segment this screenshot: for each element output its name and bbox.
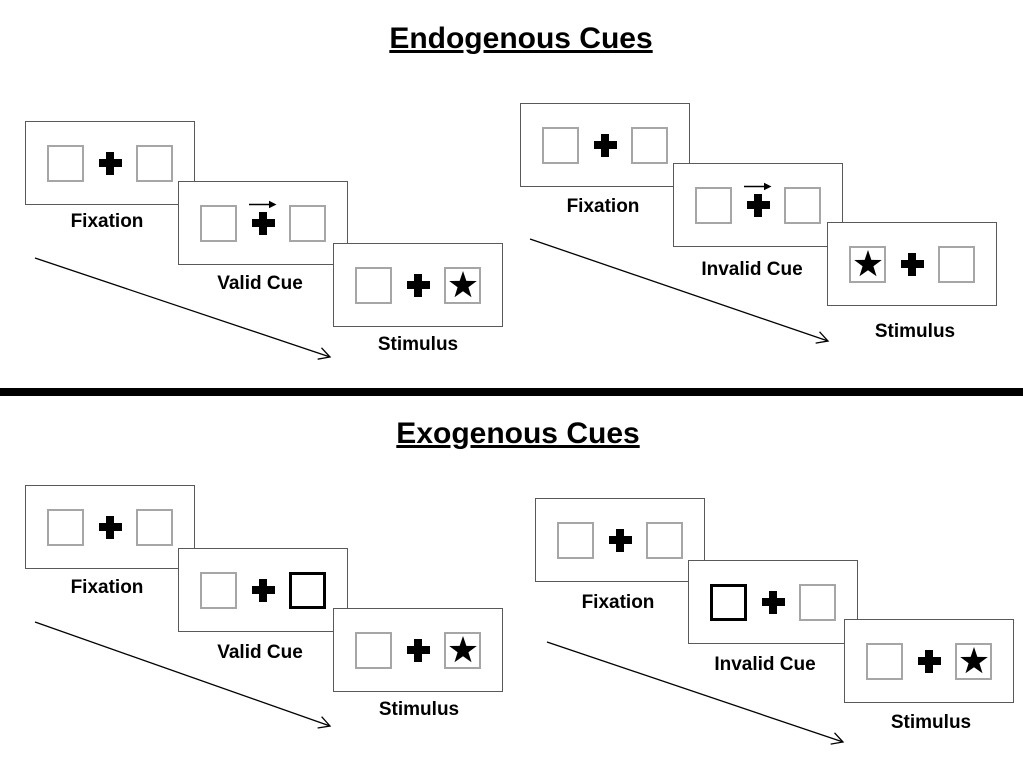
left-placeholder-box xyxy=(866,642,903,680)
valid-cue-panel xyxy=(178,548,348,632)
fixation-label: Fixation xyxy=(70,577,144,598)
right-placeholder-box xyxy=(289,204,326,242)
star-icon xyxy=(448,636,477,663)
left-placeholder-box xyxy=(200,571,237,609)
fixation-label: Fixation xyxy=(566,196,640,217)
fixation-panel xyxy=(535,498,705,582)
right-placeholder-box xyxy=(631,126,668,164)
endogenous-invalid-timeline-arrow xyxy=(529,238,830,344)
panel-center xyxy=(249,200,277,235)
left-target-box xyxy=(849,245,886,283)
fixation-cross-icon xyxy=(609,529,632,552)
right-placeholder-box xyxy=(784,186,821,224)
panel-center xyxy=(252,579,275,602)
exogenous-section-title: Exogenous Cues xyxy=(396,417,640,450)
stimulus-label: Stimulus xyxy=(874,321,956,342)
stimulus-panel xyxy=(827,222,997,306)
left-placeholder-box xyxy=(695,186,732,224)
endogenous-section-title: Endogenous Cues xyxy=(389,22,653,55)
stimulus-label: Stimulus xyxy=(378,699,460,720)
stimulus-label: Stimulus xyxy=(890,712,972,733)
right-target-box xyxy=(955,642,992,680)
right-arrow-cue-icon xyxy=(249,200,277,208)
fixation-cross-icon xyxy=(252,212,275,235)
stimulus-panel xyxy=(333,243,503,327)
left-placeholder-box xyxy=(557,521,594,559)
right-placeholder-box xyxy=(646,521,683,559)
left-placeholder-box xyxy=(47,508,84,546)
right-target-box xyxy=(444,631,481,669)
star-icon xyxy=(959,647,988,674)
invalid-cue-panel xyxy=(673,163,843,247)
panel-center xyxy=(407,639,430,662)
right-placeholder-box xyxy=(136,144,173,182)
left-placeholder-box xyxy=(47,144,84,182)
fixation-cross-icon xyxy=(901,253,924,276)
invalid-cue-label: Invalid Cue xyxy=(701,259,803,280)
fixation-cross-icon xyxy=(99,152,122,175)
stimulus-panel xyxy=(844,619,1014,703)
panel-center xyxy=(99,152,122,175)
panel-center xyxy=(918,650,941,673)
panel-center xyxy=(762,591,785,614)
fixation-cross-icon xyxy=(407,639,430,662)
panel-center xyxy=(99,516,122,539)
left-placeholder-box xyxy=(542,126,579,164)
panel-center xyxy=(594,134,617,157)
fixation-cross-icon xyxy=(594,134,617,157)
invalid-cue-label: Invalid Cue xyxy=(714,654,816,675)
fixation-cross-icon xyxy=(747,194,770,217)
panel-center xyxy=(609,529,632,552)
right-target-box xyxy=(444,266,481,304)
fixation-cross-icon xyxy=(762,591,785,614)
invalid-cue-panel xyxy=(688,560,858,644)
right-placeholder-box xyxy=(938,245,975,283)
panel-center xyxy=(407,274,430,297)
left-placeholder-box xyxy=(355,266,392,304)
left-placeholder-box xyxy=(200,204,237,242)
right-placeholder-box xyxy=(799,583,836,621)
fixation-cross-icon xyxy=(407,274,430,297)
right-arrow-cue-icon xyxy=(744,182,772,190)
fixation-cross-icon xyxy=(252,579,275,602)
exogenous-valid-timeline-arrow xyxy=(34,621,332,729)
star-icon xyxy=(853,250,882,277)
right-highlighted-cue-box xyxy=(289,571,326,609)
star-icon xyxy=(448,271,477,298)
stimulus-panel xyxy=(333,608,503,692)
fixation-panel xyxy=(25,121,195,205)
fixation-cross-icon xyxy=(918,650,941,673)
fixation-label: Fixation xyxy=(581,592,655,613)
section-divider-line xyxy=(0,388,1023,396)
fixation-label: Fixation xyxy=(70,211,144,232)
valid-cue-panel xyxy=(178,181,348,265)
left-placeholder-box xyxy=(355,631,392,669)
left-highlighted-cue-box xyxy=(710,583,747,621)
right-placeholder-box xyxy=(136,508,173,546)
fixation-panel xyxy=(520,103,690,187)
fixation-cross-icon xyxy=(99,516,122,539)
valid-cue-label: Valid Cue xyxy=(217,273,303,294)
panel-center xyxy=(744,182,772,217)
panel-center xyxy=(901,253,924,276)
stimulus-label: Stimulus xyxy=(377,334,459,355)
fixation-panel xyxy=(25,485,195,569)
valid-cue-label: Valid Cue xyxy=(217,642,303,663)
